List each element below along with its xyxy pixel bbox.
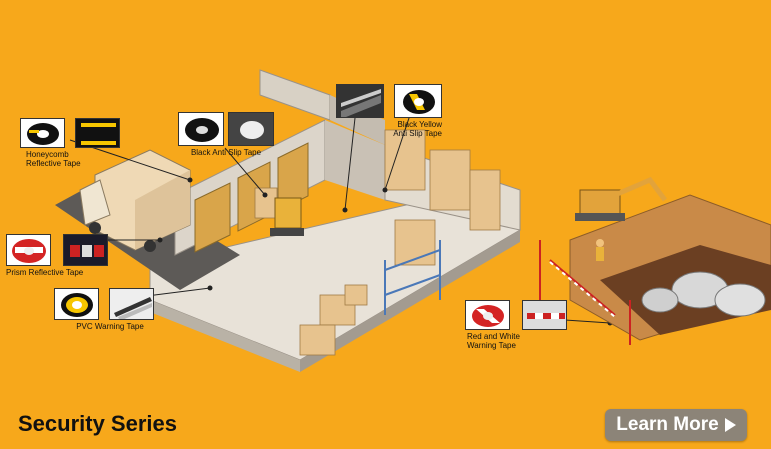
- learn-more-button[interactable]: Learn More: [605, 409, 747, 441]
- red-white-tape-applied-thumbnail: [522, 300, 567, 330]
- callout-red-white-warning-tape[interactable]: Red and White Warning Tape: [465, 300, 577, 350]
- callout-label-line2: Anti Slip Tape: [393, 129, 442, 138]
- red-white-tape-roll-thumbnail: [465, 300, 510, 330]
- black-yellow-roll-thumbnail: [394, 84, 442, 118]
- callout-black-anti-slip-tape[interactable]: Black Anti Slip Tape: [170, 112, 282, 157]
- callout-label-line2: Reflective Tape: [26, 159, 81, 168]
- callout-label-line2: Warning Tape: [467, 341, 516, 350]
- callout-label-line1: Black Anti Slip Tape: [190, 148, 262, 157]
- callout-label-line1: Prism Reflective Tape: [6, 268, 84, 277]
- callout-label-line1: Black Yellow: [397, 120, 442, 129]
- honeycomb-tape-applied-thumbnail: [75, 118, 120, 148]
- honeycomb-tape-roll-thumbnail: [20, 118, 65, 148]
- callout-prism-reflective-tape[interactable]: Prism Reflective Tape: [6, 234, 118, 277]
- callout-label-line1: Red and White: [467, 332, 520, 341]
- black-yellow-applied-thumbnail: [336, 84, 384, 118]
- pvc-tape-roll-thumbnail: [54, 288, 99, 320]
- play-arrow-icon: [724, 418, 736, 432]
- callout-black-yellow-anti-slip-tape[interactable]: Black Yellow Anti Slip Tape: [330, 84, 448, 138]
- prism-tape-roll-thumbnail: [6, 234, 51, 266]
- prism-tape-applied-thumbnail: [63, 234, 108, 266]
- callout-label-line1: Honeycomb: [26, 150, 69, 159]
- black-anti-slip-roll-thumbnail: [178, 112, 224, 146]
- pvc-tape-applied-thumbnail: [109, 288, 154, 320]
- black-anti-slip-applied-thumbnail: [228, 112, 274, 146]
- section-title: Security Series: [18, 411, 177, 436]
- callout-pvc-warning-tape[interactable]: PVC Warning Tape: [54, 288, 166, 331]
- learn-more-label: Learn More: [616, 414, 719, 435]
- callout-honeycomb-reflective-tape[interactable]: Honeycomb Reflective Tape: [20, 118, 132, 168]
- callout-label-line1: PVC Warning Tape: [76, 322, 144, 331]
